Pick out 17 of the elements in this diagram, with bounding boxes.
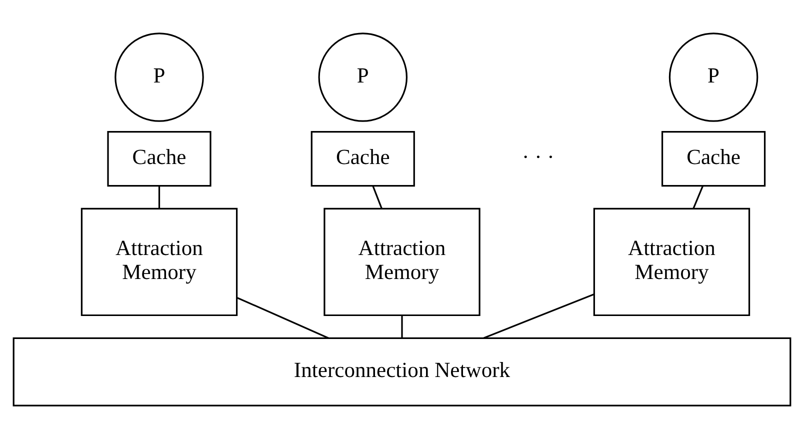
connector bbox=[237, 297, 329, 339]
node-box: Cache bbox=[310, 131, 415, 187]
label: · · · bbox=[522, 144, 554, 169]
node-circle: P bbox=[668, 32, 758, 122]
node-box: Attraction Memory bbox=[593, 208, 750, 316]
node-box: Attraction Memory bbox=[324, 208, 480, 316]
connector bbox=[484, 293, 594, 339]
node-box: Cache bbox=[107, 131, 212, 187]
node-box: Cache bbox=[661, 131, 766, 187]
connector bbox=[158, 186, 160, 209]
connector bbox=[692, 186, 704, 209]
node-circle: P bbox=[318, 32, 408, 122]
connector bbox=[372, 186, 383, 209]
connector bbox=[401, 316, 403, 338]
node-box: Attraction Memory bbox=[80, 208, 238, 316]
node-circle: P bbox=[114, 32, 204, 122]
node-box: Interconnection Network bbox=[12, 337, 792, 406]
